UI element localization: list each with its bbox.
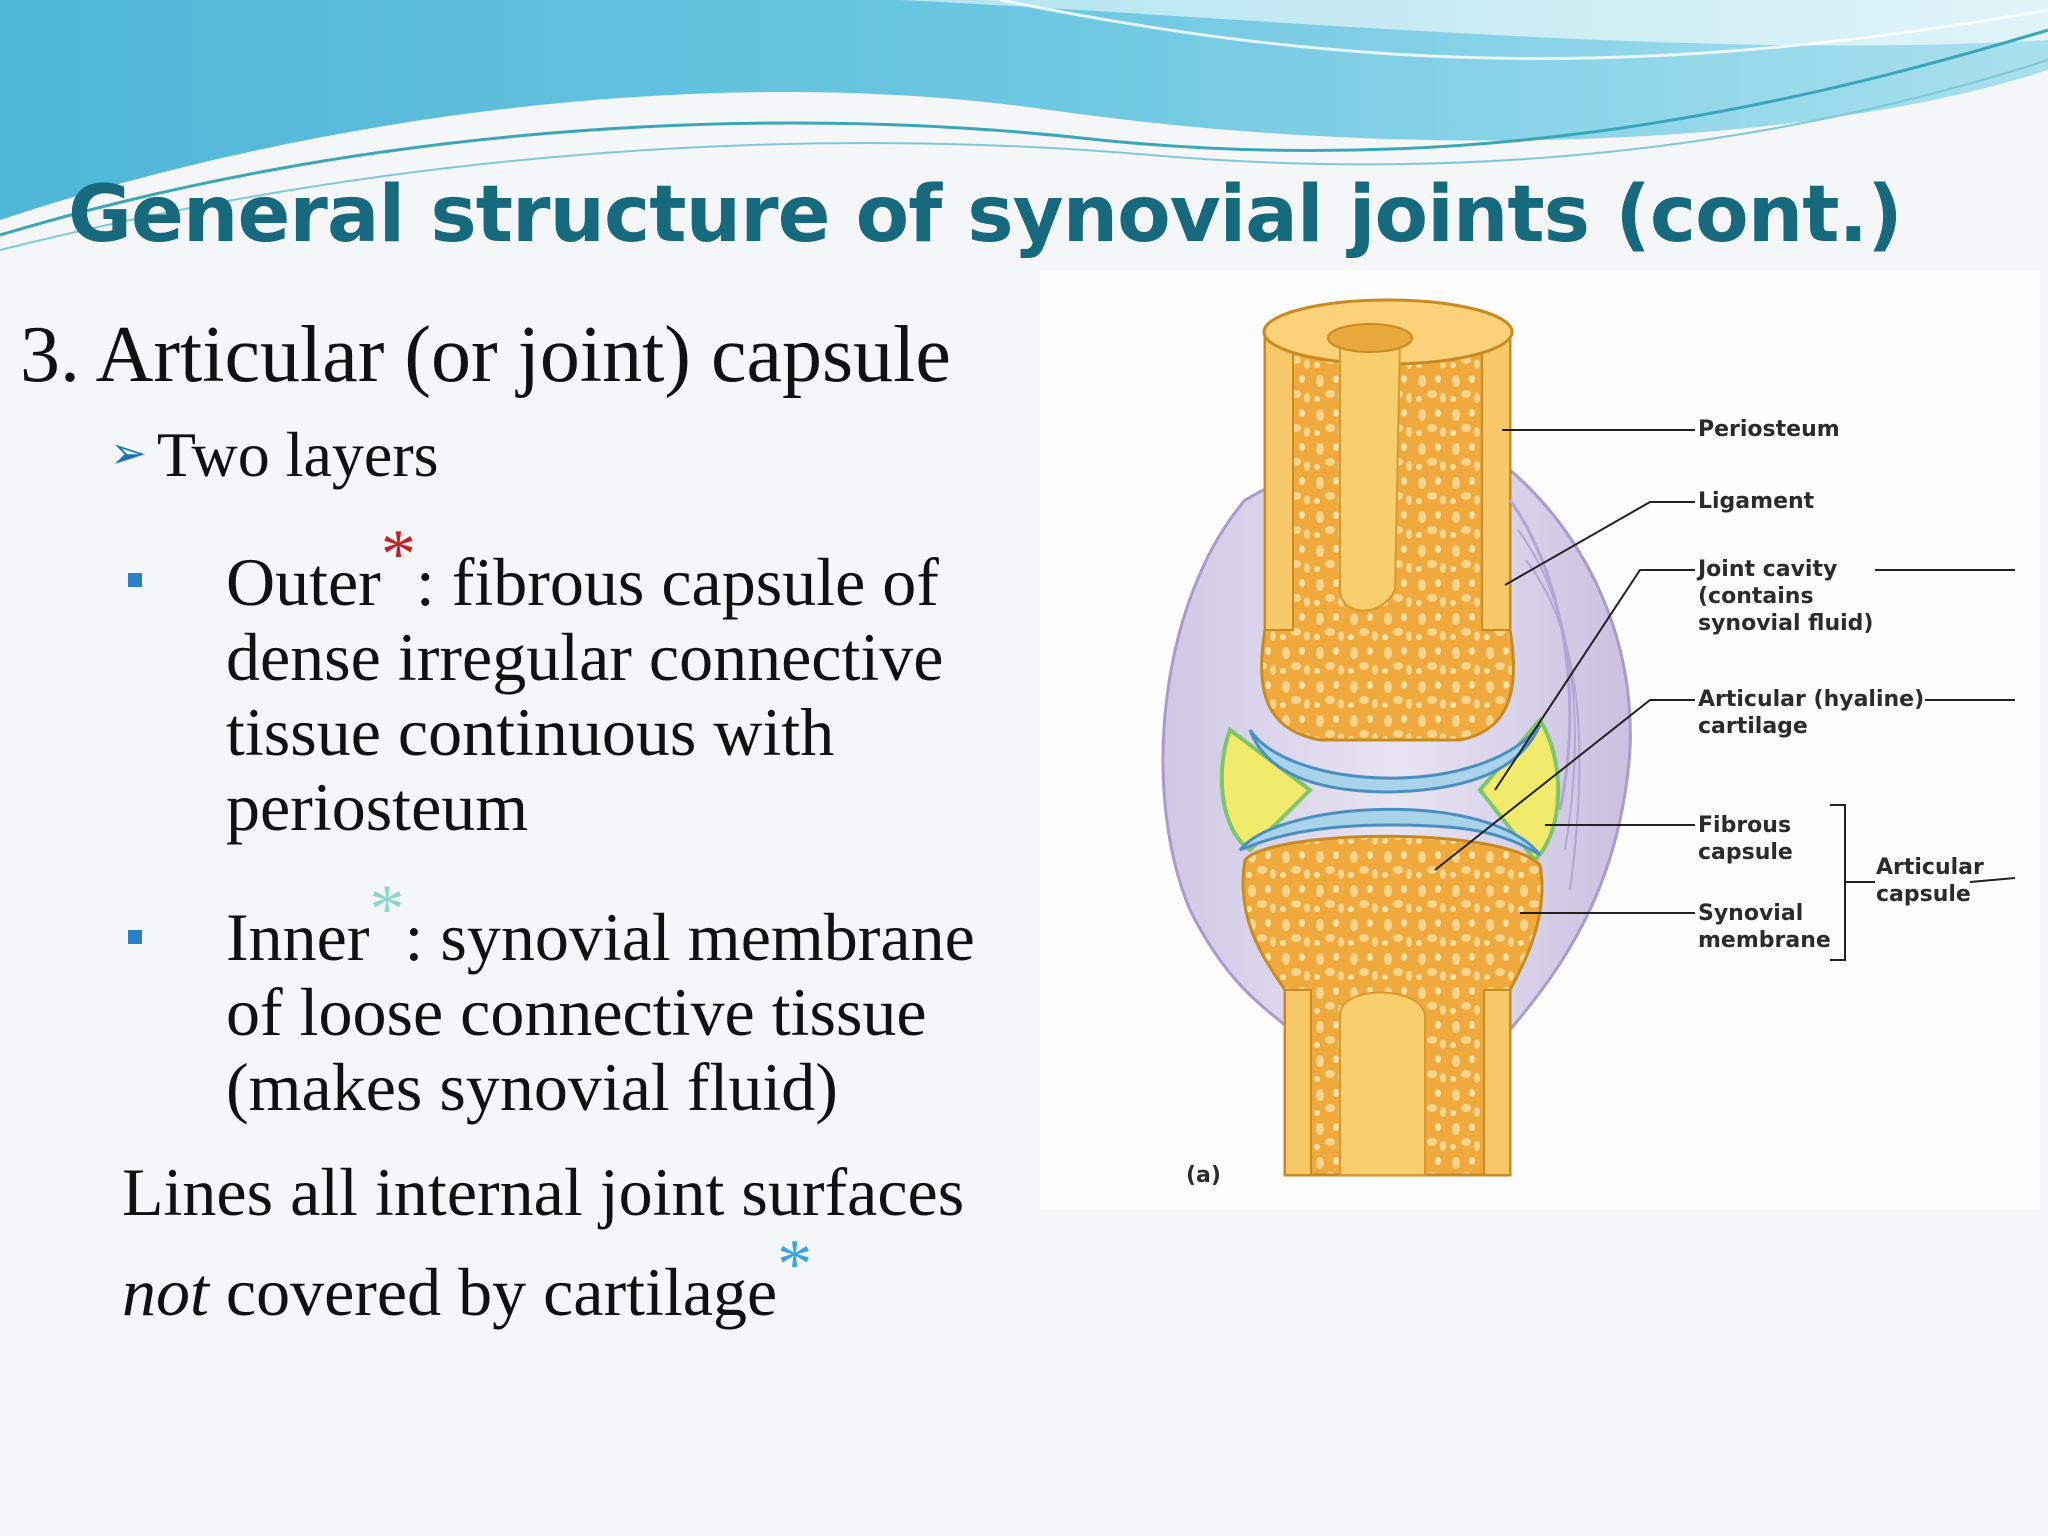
subheading-text: Two layers xyxy=(156,419,439,490)
label-panel-a: (a) xyxy=(1186,1163,1221,1188)
label-joint-cavity: Joint cavity (contains synovial fluid) xyxy=(1698,557,1874,636)
arrow-bullet-icon: ➢ xyxy=(110,429,147,478)
outer-label: Outer xyxy=(226,544,381,620)
label-fibrous-capsule: Fibrous capsule xyxy=(1698,813,1793,865)
inner-text-line1: : synovial membrane xyxy=(404,899,975,975)
lower-articular-cartilage xyxy=(1238,807,1542,857)
outer-text-rest: dense irregular connective tissue contin… xyxy=(226,619,944,845)
ligament-streak xyxy=(1525,559,1581,891)
subheading: ➢Two layers xyxy=(110,418,439,492)
lower-compact-left xyxy=(1284,989,1312,1176)
square-bullet-icon xyxy=(128,930,142,944)
section-heading: 3. Articular (or joint) capsule xyxy=(20,311,951,399)
label-periosteum: Periosteum xyxy=(1698,417,1840,442)
lines-line1: Lines all internal joint surfaces xyxy=(122,1154,965,1230)
inner-star-marker: * xyxy=(369,871,405,948)
slide-title: General structure of synovial joints (co… xyxy=(68,170,1903,260)
lines-line2: covered by cartilage xyxy=(208,1254,778,1330)
outer-layer-paragraph: Outer*: fibrous capsule of dense irregul… xyxy=(226,517,1046,845)
label-ligament: Ligament xyxy=(1698,489,1815,514)
medullary-cavity-upper xyxy=(1339,339,1402,612)
joint-cavity-fluid xyxy=(1219,726,1314,853)
lines-emphasis: not xyxy=(122,1254,209,1330)
label-articular-cartilage: Articular (hyaline) cartilage xyxy=(1698,687,1925,739)
inner-layer-paragraph: Inner*: synovial membrane of loose conne… xyxy=(226,872,1066,1125)
label-articular-capsule: Articular capsule xyxy=(1876,855,1984,907)
upper-articular-cartilage xyxy=(1248,724,1542,794)
medullary-cavity-lower xyxy=(1339,991,1426,1176)
label-synovial-membrane: Synovial membrane xyxy=(1698,901,1831,953)
joint-illustration xyxy=(1161,298,2016,1177)
outer-star-marker: * xyxy=(380,516,416,593)
synovial-joint-diagram: Periosteum Ligament Joint cavity (contai… xyxy=(1040,270,2040,1210)
lines-star-marker: * xyxy=(777,1226,813,1303)
inner-text-rest: of loose connective tissue (makes synovi… xyxy=(226,974,927,1125)
compact-bone-left xyxy=(1264,329,1294,631)
wave-header-decoration xyxy=(0,0,2048,251)
outer-text-line1: : fibrous capsule of xyxy=(415,544,939,620)
medullary-opening xyxy=(1327,323,1413,353)
square-bullet-icon xyxy=(128,573,142,587)
lower-compact-right xyxy=(1483,989,1511,1176)
ligament-streak xyxy=(1517,529,1576,851)
lines-statement: Lines all internal joint surfaces not co… xyxy=(122,1142,964,1343)
leader-lines xyxy=(1434,429,2016,961)
compact-bone-right xyxy=(1481,329,1511,631)
inner-label: Inner xyxy=(226,899,370,975)
